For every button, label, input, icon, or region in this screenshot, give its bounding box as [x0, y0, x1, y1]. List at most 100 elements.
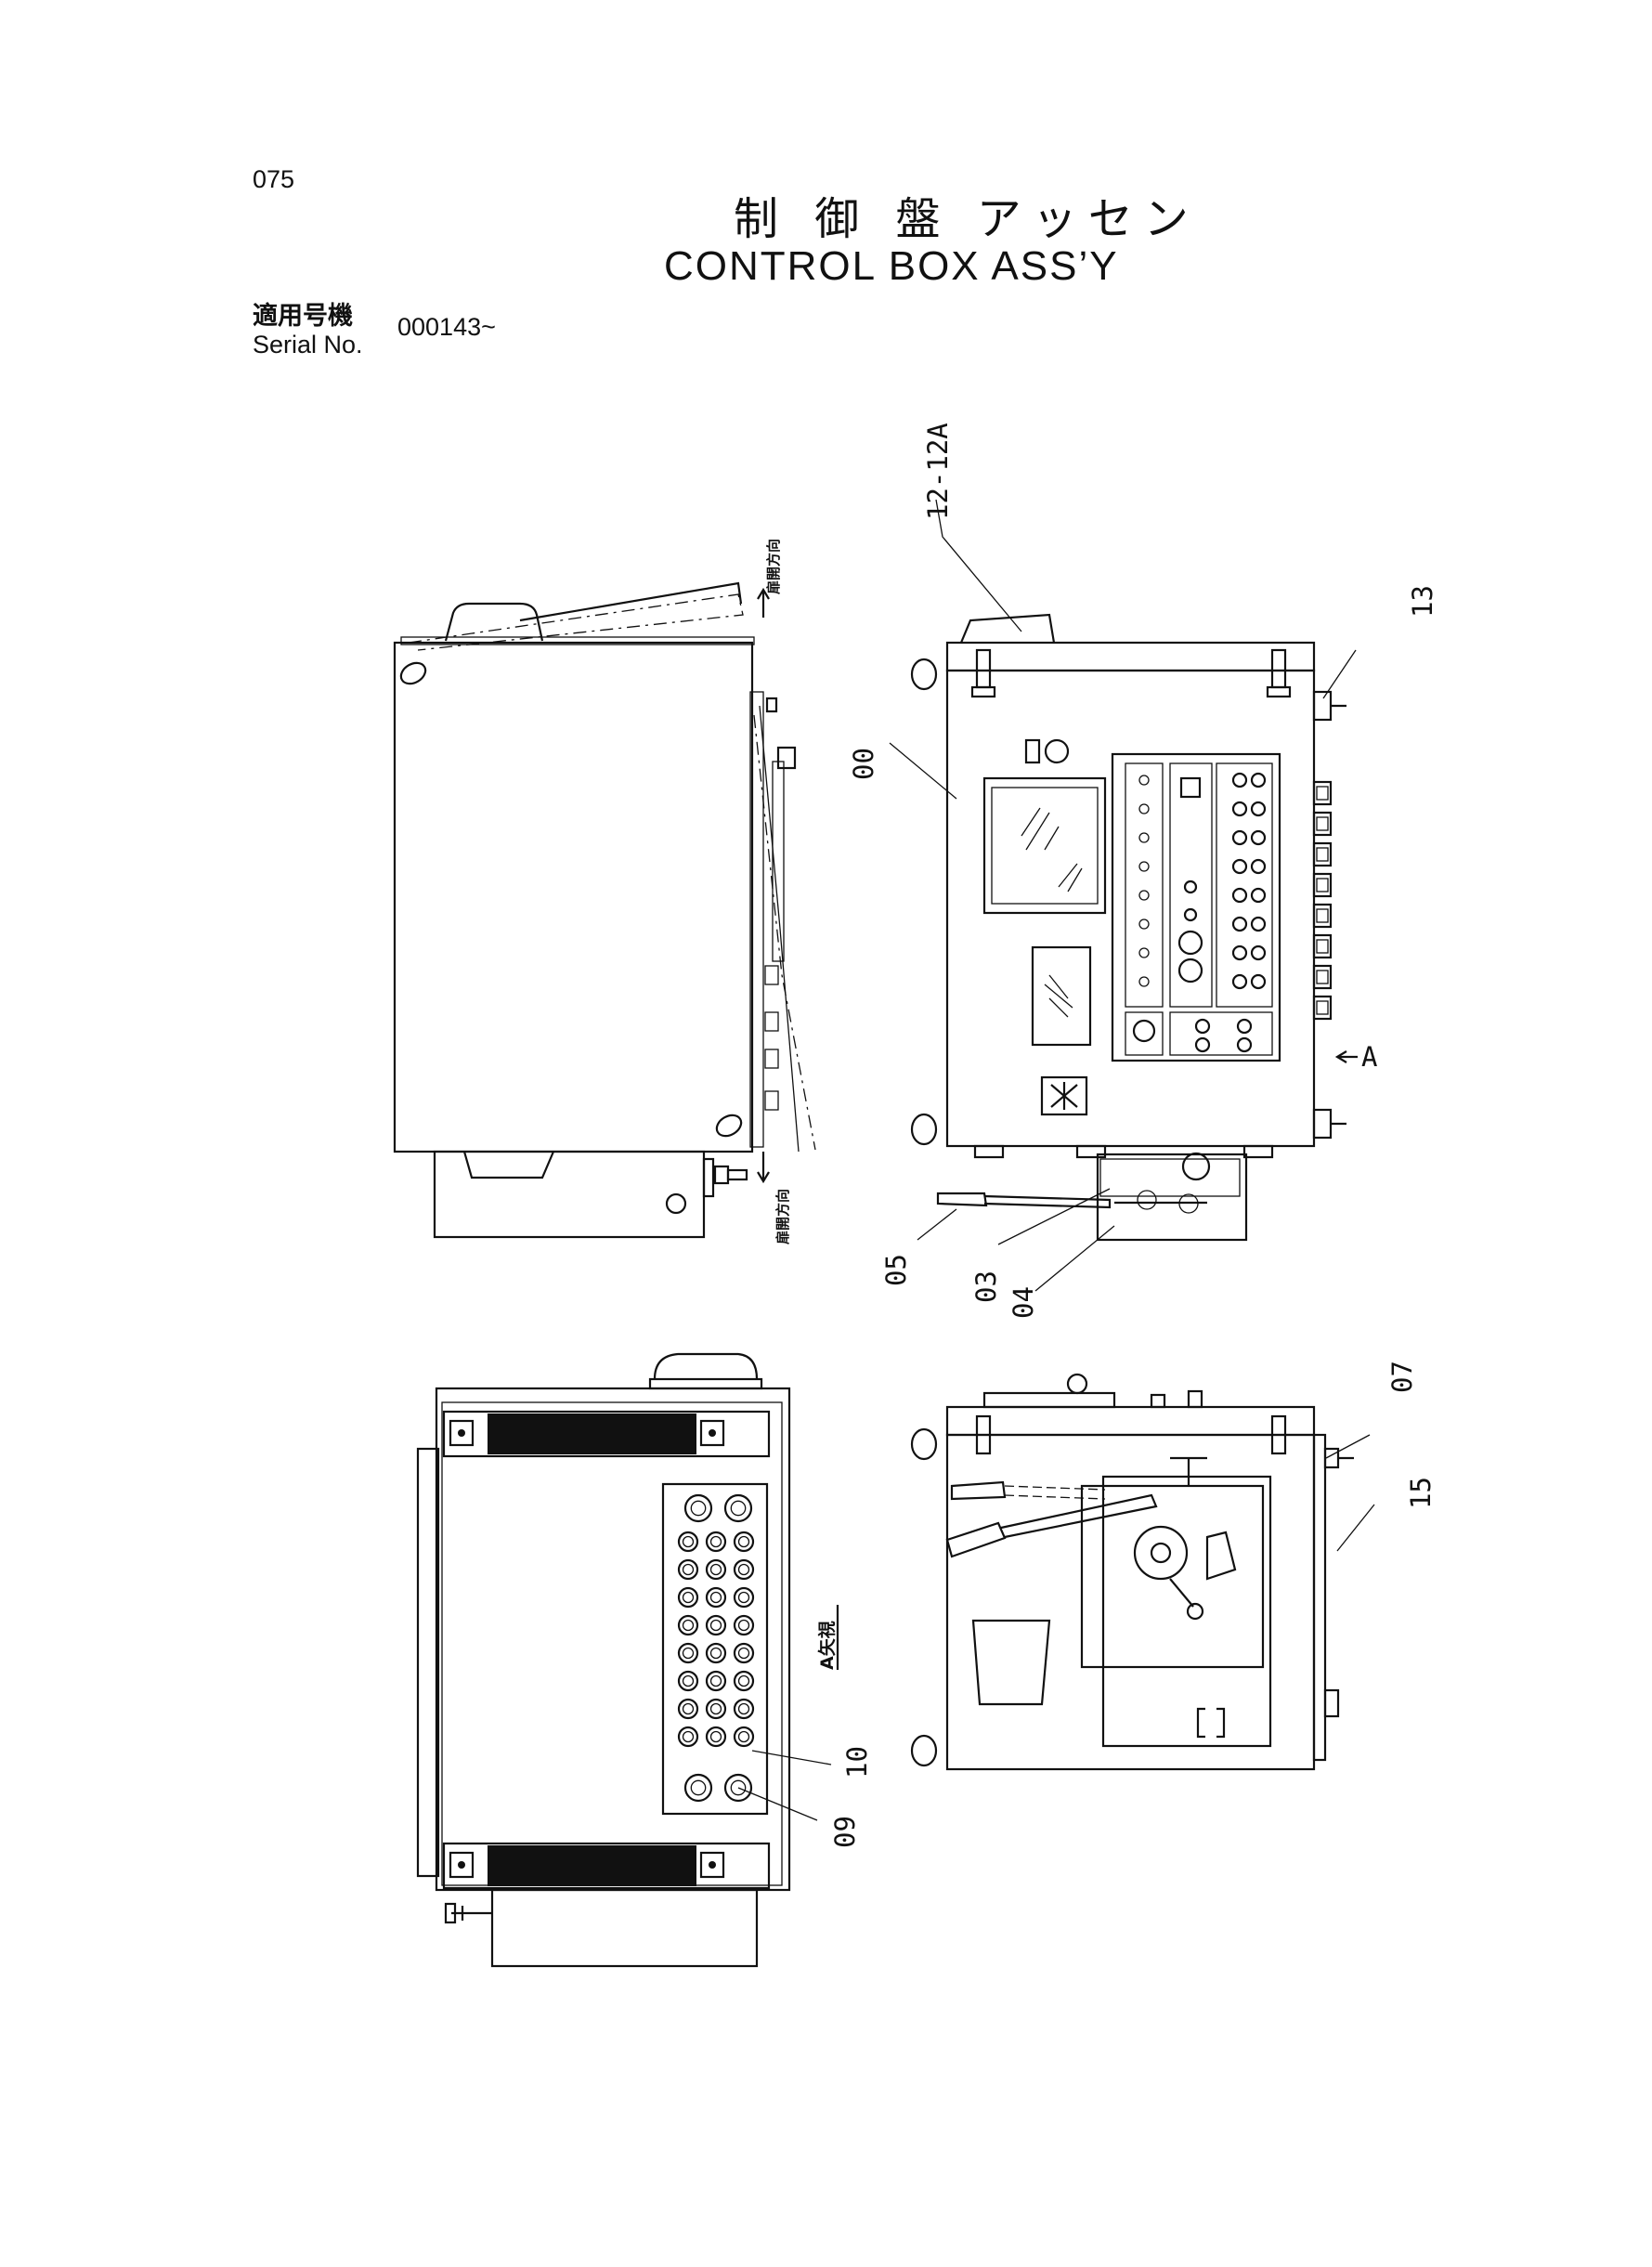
cable-entry-gland: [705, 1726, 727, 1748]
cable-gland-nut: [1316, 847, 1329, 862]
callout-09: 09: [829, 1816, 861, 1848]
cable-entry-gland-inner: [690, 1500, 707, 1517]
switch-knob: [1177, 958, 1203, 984]
switch-knob: [1183, 907, 1198, 922]
open-direction-label-top: 扉開方向: [765, 539, 782, 595]
cable-entry-gland-inner: [737, 1730, 750, 1743]
cable-entry-gland-inner: [709, 1730, 722, 1743]
cable-entry-gland-inner: [709, 1619, 722, 1632]
cable-entry-gland: [705, 1642, 727, 1664]
cable-entry-gland: [705, 1614, 727, 1636]
cable-gland: [1312, 964, 1333, 990]
cable-entry-gland-inner: [730, 1500, 747, 1517]
cable-entry-gland-inner: [682, 1535, 695, 1548]
callout-12-12a: 12-12A: [922, 423, 954, 520]
rear-view: 07 15: [910, 1361, 1437, 1771]
selector-knob: [1250, 973, 1267, 990]
cable-gland-nut: [1316, 786, 1329, 801]
callout-04: 04: [1008, 1286, 1039, 1319]
page-number: 075: [253, 165, 295, 193]
cable-entry-gland: [723, 1773, 753, 1803]
cable-entry-gland-inner: [682, 1647, 695, 1660]
cable-entry-gland: [677, 1642, 699, 1664]
selector-knob: [1231, 916, 1248, 932]
cable-entry-gland: [677, 1586, 699, 1609]
callout-03: 03: [970, 1270, 1002, 1303]
cable-entry-gland: [733, 1558, 755, 1581]
cable-gland: [1312, 872, 1333, 898]
view-a-arrow-label: A: [1361, 1041, 1377, 1073]
cable-gland: [1312, 903, 1333, 929]
cable-entry-gland: [677, 1558, 699, 1581]
selector-knob: [1250, 887, 1267, 904]
cable-entry-gland-inner: [709, 1591, 722, 1604]
selector-knob: [1231, 772, 1248, 788]
indicator-lamp: [1138, 890, 1150, 901]
cable-entry-gland: [733, 1531, 755, 1553]
cable-entry-gland-inner: [709, 1563, 722, 1576]
indicator-lamp: [1138, 919, 1150, 930]
indicator-lamp: [1138, 775, 1150, 786]
cable-gland: [1312, 995, 1333, 1021]
cable-entry-gland-inner: [682, 1619, 695, 1632]
cable-entry-gland: [705, 1698, 727, 1720]
cable-gland: [1312, 933, 1333, 959]
selector-knob: [1250, 916, 1267, 932]
cable-entry-gland-inner: [737, 1702, 750, 1715]
selector-knob: [1236, 1036, 1253, 1053]
cable-entry-gland: [677, 1670, 699, 1692]
cable-entry-gland: [677, 1726, 699, 1748]
title-english: CONTROL BOX ASS’Y: [664, 243, 1119, 289]
cable-entry-gland: [677, 1614, 699, 1636]
selector-knob: [1250, 801, 1267, 817]
cable-gland-nut: [1316, 816, 1329, 831]
cable-entry-gland: [683, 1773, 713, 1803]
callout-13: 13: [1407, 585, 1438, 618]
selector-knob: [1231, 801, 1248, 817]
selector-knob: [1236, 1018, 1253, 1035]
cable-entry-gland: [733, 1614, 755, 1636]
selector-knob: [1231, 829, 1248, 846]
rotary-switch: [1132, 1019, 1156, 1043]
view-a-label: A矢視: [816, 1621, 838, 1670]
cable-entry-gland-inner: [737, 1619, 750, 1632]
cable-gland: [1312, 841, 1333, 867]
cable-entry-gland: [705, 1586, 727, 1609]
cable-entry-gland-inner: [737, 1647, 750, 1660]
front-view: A 12-12A: [848, 423, 1438, 1319]
cable-gland-nut: [1316, 908, 1329, 923]
callout-15: 15: [1405, 1477, 1437, 1509]
cable-entry-gland-inner: [737, 1591, 750, 1604]
cable-entry-gland: [677, 1531, 699, 1553]
cable-entry-gland: [683, 1493, 713, 1523]
callout-10: 10: [841, 1746, 873, 1778]
switch-knob: [1177, 930, 1203, 956]
cable-entry-gland-inner: [730, 1779, 747, 1796]
serial-label-japanese: 適用号機: [253, 302, 353, 331]
cable-gland: [1312, 811, 1333, 837]
cable-entry-gland: [733, 1586, 755, 1609]
selector-knob: [1231, 973, 1248, 990]
indicator-lamp: [1138, 947, 1150, 958]
cable-entry-gland: [705, 1670, 727, 1692]
selector-knob: [1231, 858, 1248, 875]
callout-07: 07: [1386, 1361, 1418, 1393]
callout-05: 05: [880, 1254, 912, 1286]
cable-entry-gland-inner: [682, 1702, 695, 1715]
cable-entry-gland-inner: [709, 1647, 722, 1660]
cable-entry-gland: [733, 1670, 755, 1692]
cable-entry-gland-inner: [709, 1535, 722, 1548]
selector-knob: [1250, 829, 1267, 846]
selector-knob: [1250, 772, 1267, 788]
selector-knob: [1250, 858, 1267, 875]
cable-gland-nut: [1316, 878, 1329, 892]
cable-gland-nut: [1316, 939, 1329, 954]
cable-entry-gland: [705, 1531, 727, 1553]
cable-entry-gland: [705, 1558, 727, 1581]
cable-entry-gland-inner: [682, 1730, 695, 1743]
selector-knob: [1250, 945, 1267, 961]
serial-label-english: Serial No.: [253, 331, 363, 358]
indicator-lamp: [1138, 861, 1150, 872]
switch-knob: [1183, 879, 1198, 894]
